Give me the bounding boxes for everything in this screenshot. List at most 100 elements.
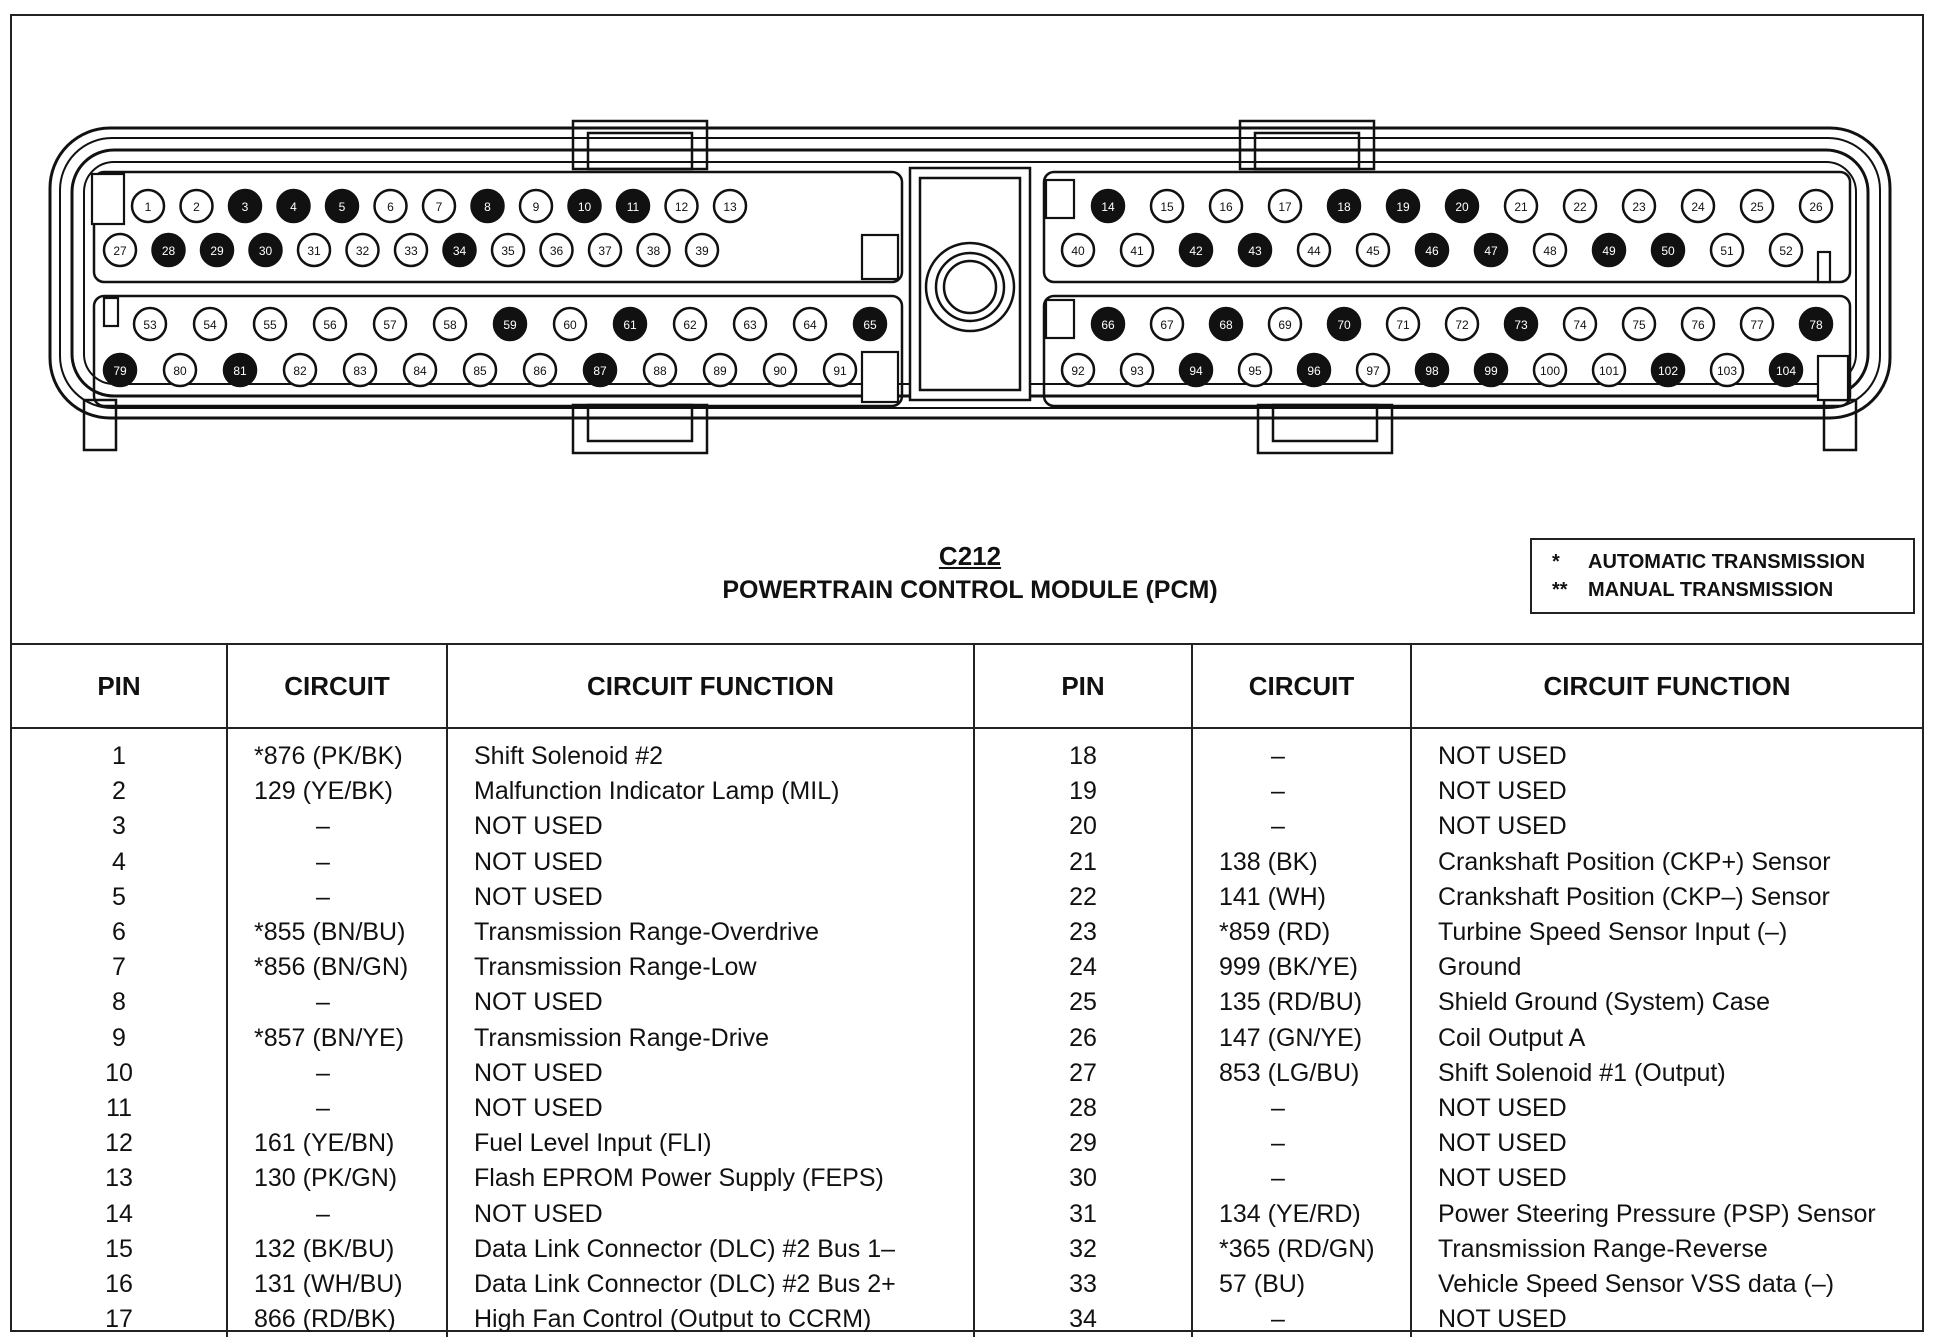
connector-pin: 59 xyxy=(492,306,528,342)
connector-pin: 90 xyxy=(762,352,798,388)
pin-number: 8 xyxy=(112,988,126,1017)
left-circuit-column: *876 (PK/BK)129 (YE/BK)–––*855 (BN/BU)*8… xyxy=(227,728,448,1338)
pin-label: 6 xyxy=(387,200,394,214)
pin-filled xyxy=(567,188,602,224)
connector-pin: 66 xyxy=(1090,306,1126,342)
pin-label: 9 xyxy=(533,200,540,214)
connector-pin: 50 xyxy=(1650,232,1686,268)
pin-open xyxy=(1798,188,1834,224)
pin-label: 95 xyxy=(1248,364,1262,378)
pin-open xyxy=(1444,306,1480,342)
connector-pin: 36 xyxy=(539,232,574,268)
pin-label: 25 xyxy=(1750,200,1764,214)
pin-label: 16 xyxy=(1219,200,1233,214)
legend-symbol: ** xyxy=(1552,579,1568,601)
pin-open xyxy=(432,306,468,342)
pin-label: 82 xyxy=(293,364,307,378)
pin-filled xyxy=(227,188,263,224)
connector-pin: 73 xyxy=(1503,306,1539,342)
pin-open xyxy=(1591,352,1627,388)
pin-filled xyxy=(1178,352,1214,388)
connector-pin: 104 xyxy=(1768,352,1804,388)
pin-label: 50 xyxy=(1661,244,1675,258)
pin-open xyxy=(402,352,438,388)
pin-filled xyxy=(1326,306,1362,342)
pin-label: 36 xyxy=(550,244,564,258)
connector-pin: 34 xyxy=(442,232,477,268)
circuit-function: Flash EPROM Power Supply (FEPS) xyxy=(474,1164,884,1193)
circuit-function: Shift Solenoid #1 (Output) xyxy=(1438,1058,1726,1087)
pin-filled xyxy=(1591,232,1627,268)
connector-pin: 35 xyxy=(490,232,526,268)
connector-pin: 88 xyxy=(642,352,678,388)
header-pin: PIN xyxy=(974,643,1193,729)
connector-pin: 39 xyxy=(684,232,720,268)
connector-pin: 52 xyxy=(1768,232,1804,268)
pin-open xyxy=(702,352,738,388)
connector-pin: 14 xyxy=(1090,188,1126,224)
circuit-function: NOT USED xyxy=(474,988,603,1017)
connector-pin: 103 xyxy=(1709,352,1745,388)
circuit-function: Transmission Range-Low xyxy=(474,953,757,982)
connector-pin: 72 xyxy=(1444,306,1480,342)
pin-label: 65 xyxy=(863,318,877,332)
connector-pin: 40 xyxy=(1060,232,1096,268)
pin-label: 20 xyxy=(1455,200,1469,214)
pin-label: 81 xyxy=(233,364,247,378)
circuit-code: 129 (YE/BK) xyxy=(254,777,393,806)
pin-label: 102 xyxy=(1658,364,1678,378)
pin-open xyxy=(1562,306,1598,342)
connector-pin: 89 xyxy=(702,352,738,388)
pin-cavities xyxy=(92,170,1852,408)
pin-label: 90 xyxy=(773,364,787,378)
pin-number: 22 xyxy=(1069,882,1097,911)
pin-label: 62 xyxy=(683,318,697,332)
pin-label: 28 xyxy=(162,244,176,258)
pin-label: 10 xyxy=(578,200,592,214)
pin-label: 59 xyxy=(503,318,517,332)
connector-pin: 84 xyxy=(402,352,438,388)
pin-label: 52 xyxy=(1779,244,1793,258)
pin-filled xyxy=(1473,232,1509,268)
pin-open xyxy=(102,232,138,268)
connector-pin: 48 xyxy=(1532,232,1568,268)
circuit-function: Turbine Speed Sensor Input (–) xyxy=(1438,918,1788,947)
pin-label: 98 xyxy=(1425,364,1439,378)
connector-pin: 97 xyxy=(1355,352,1391,388)
pin-label: 40 xyxy=(1071,244,1085,258)
circuit-code: – xyxy=(316,1058,330,1087)
pin-filled xyxy=(1237,232,1273,268)
circuit-function: Shield Ground (System) Case xyxy=(1438,988,1771,1017)
pin-open xyxy=(1709,352,1745,388)
pin-label: 24 xyxy=(1691,200,1705,214)
pin-label: 26 xyxy=(1809,200,1823,214)
pin-filled xyxy=(1414,232,1450,268)
circuit-function: NOT USED xyxy=(1438,777,1567,806)
pin-number: 34 xyxy=(1069,1305,1097,1334)
pin-filled xyxy=(1473,352,1509,388)
pin-number: 10 xyxy=(105,1058,133,1087)
pin-open xyxy=(642,352,678,388)
pin-open xyxy=(1149,306,1185,342)
connector-pin: 13 xyxy=(712,188,748,224)
connector-pin: 20 xyxy=(1444,188,1480,224)
circuit-function: NOT USED xyxy=(1438,1305,1567,1334)
connector-pin: 8 xyxy=(470,188,505,224)
connector-pin: 71 xyxy=(1385,306,1421,342)
pin-label: 55 xyxy=(263,318,277,332)
pin-label: 14 xyxy=(1101,200,1115,214)
pin-label: 42 xyxy=(1189,244,1203,258)
pin-number: 27 xyxy=(1069,1058,1097,1087)
circuit-function: Transmission Range-Overdrive xyxy=(474,918,820,947)
pin-open xyxy=(552,306,588,342)
circuit-code: 866 (RD/BK) xyxy=(254,1305,396,1334)
pin-open xyxy=(132,306,168,342)
pin-number: 23 xyxy=(1069,918,1097,947)
connector-pin: 22 xyxy=(1562,188,1598,224)
pin-open xyxy=(664,188,699,224)
header-pin: PIN xyxy=(12,643,228,729)
pin-label: 101 xyxy=(1599,364,1619,378)
pin-label: 66 xyxy=(1101,318,1115,332)
pin-number: 5 xyxy=(112,882,126,911)
